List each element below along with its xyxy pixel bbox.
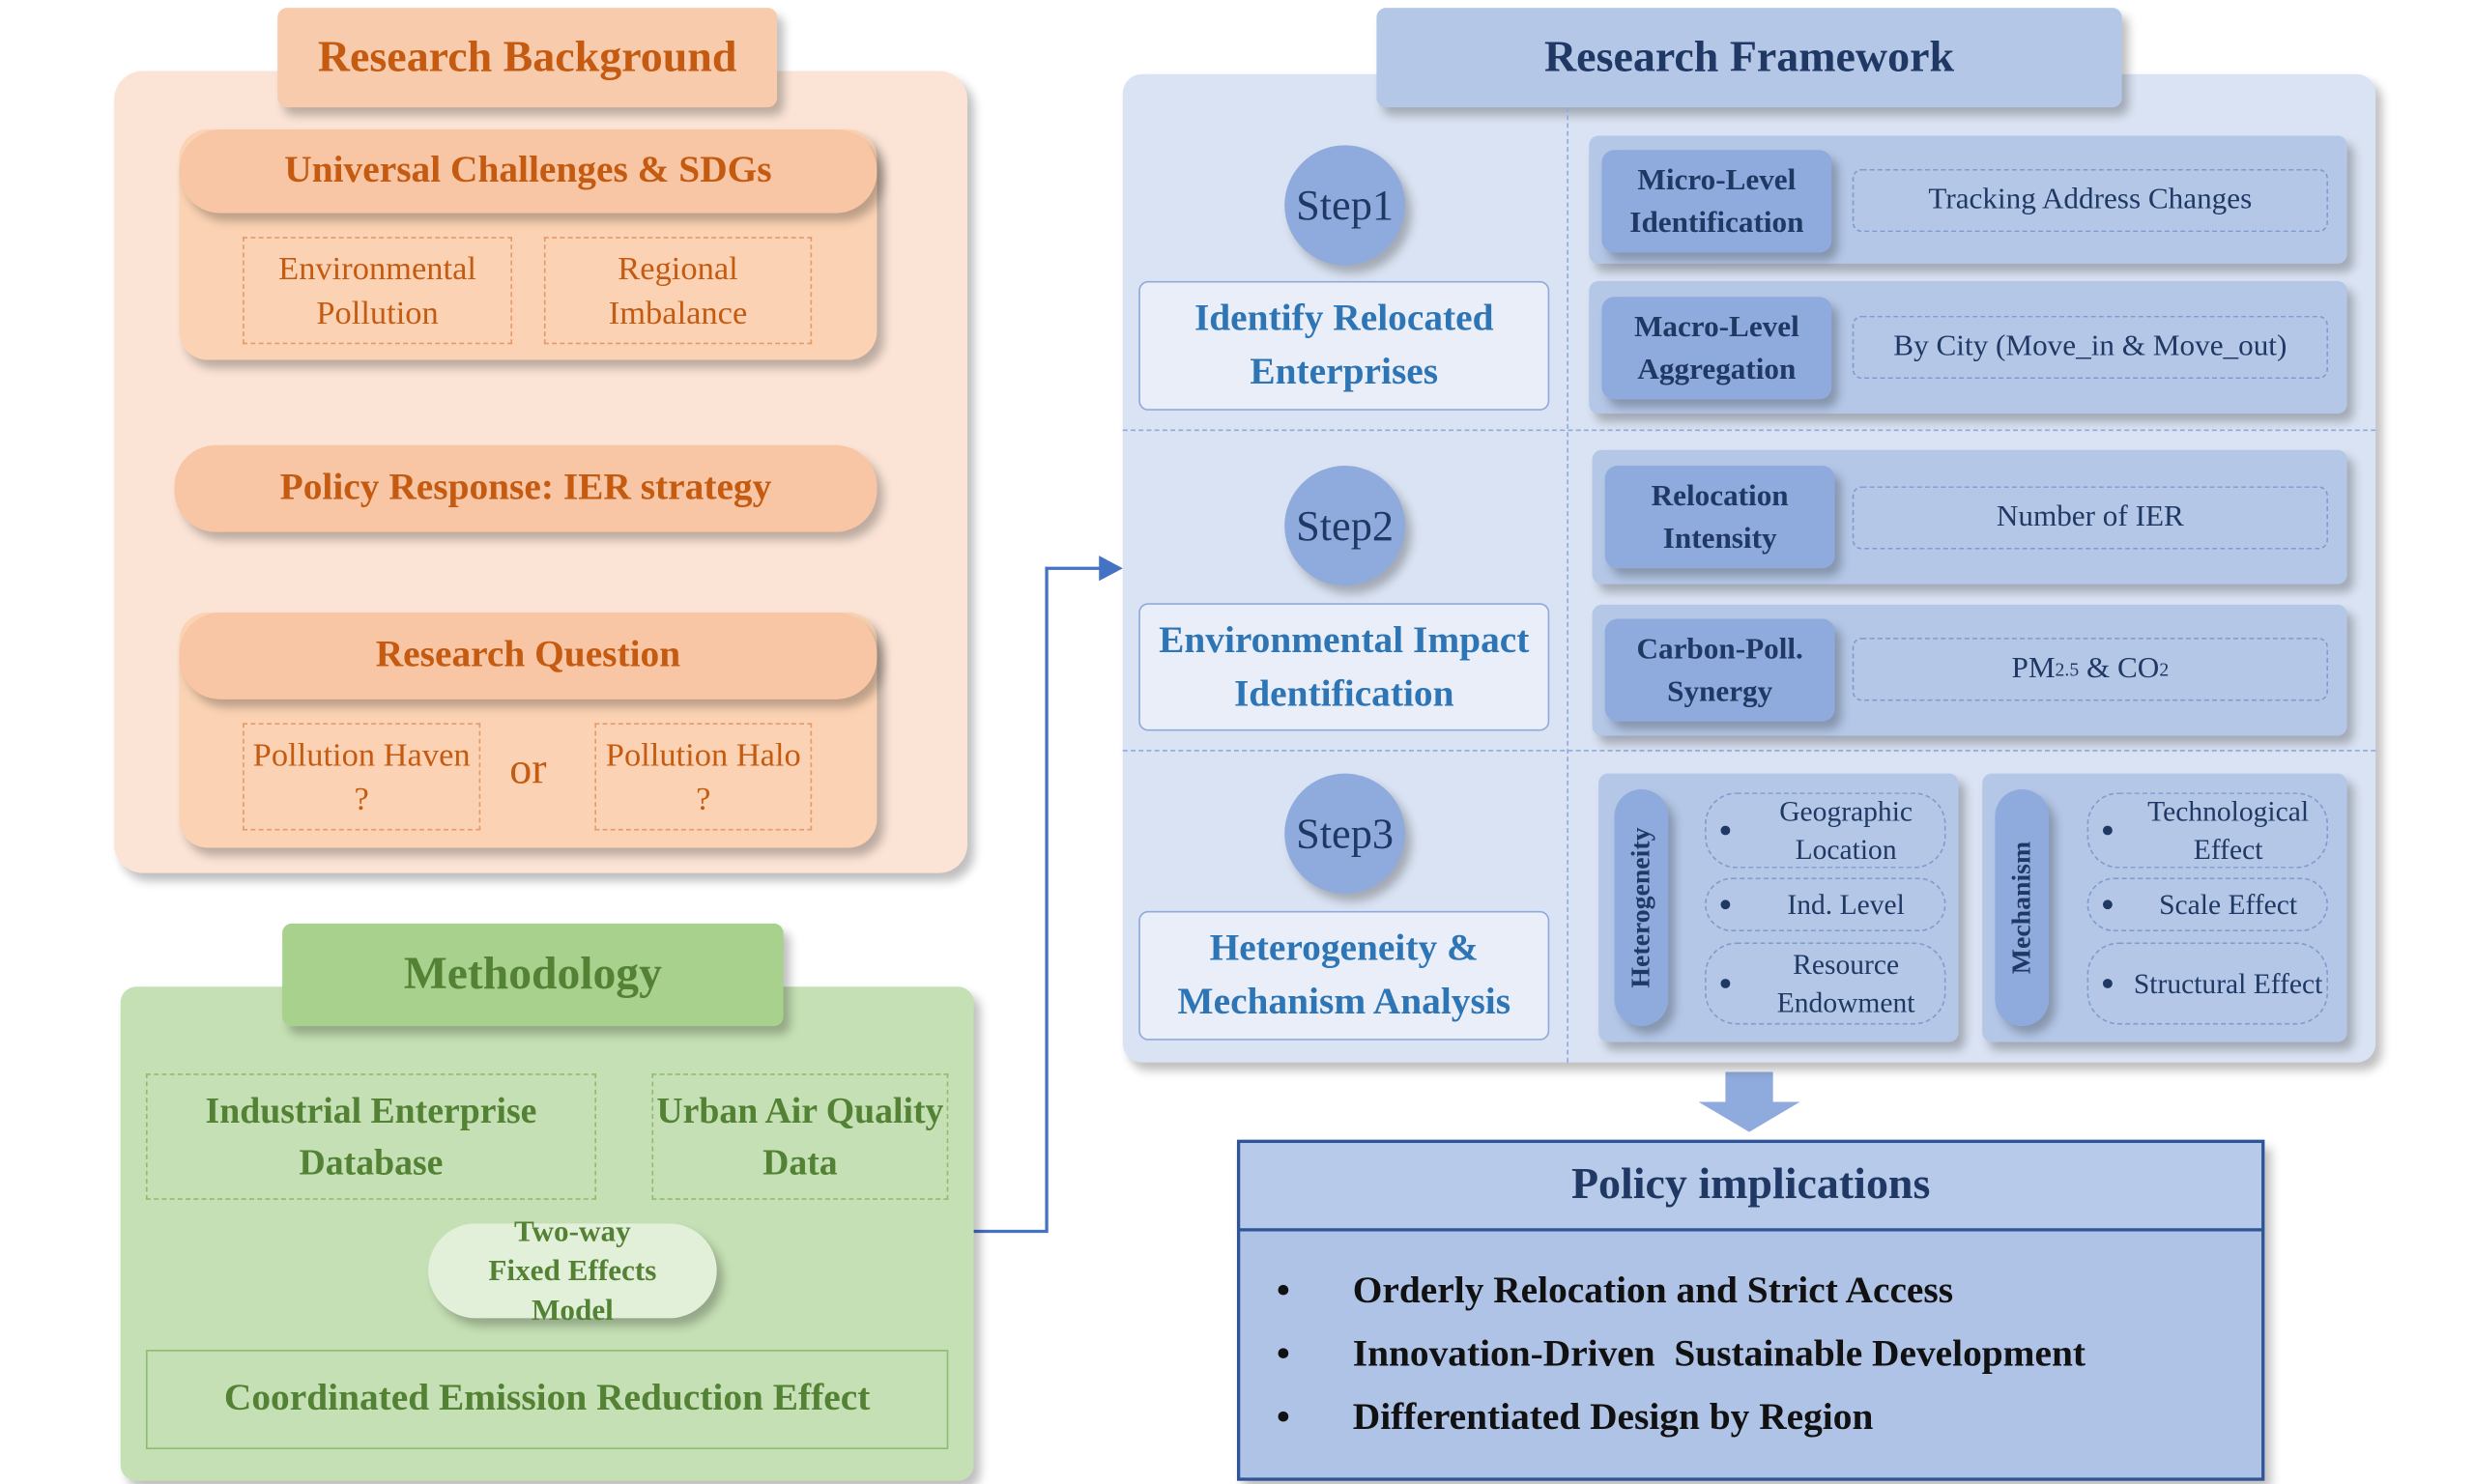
policy-item: •Orderly Relocation and Strict Access <box>1277 1270 1954 1312</box>
data-source: Urban Air Quality Data <box>651 1073 949 1200</box>
policy-list: •Orderly Relocation and Strict Access •I… <box>1277 1260 2244 1449</box>
framework-title: Research Framework <box>1376 8 2122 108</box>
data-source: Industrial Enterprise Database <box>145 1073 597 1200</box>
model-pill: Two-way Fixed Effects Model <box>428 1214 717 1327</box>
group-title: Heterogeneity <box>1614 789 1669 1027</box>
group-title: Mechanism <box>1995 789 2050 1027</box>
group-item: Structural Effect <box>2086 942 2328 1025</box>
divider <box>1122 750 2376 752</box>
connector-arrowhead <box>1099 556 1123 582</box>
policy-item: •Innovation-Driven Sustainable Developme… <box>1277 1333 2086 1376</box>
group-item: Scale Effect <box>2086 877 2328 932</box>
group-item: Technological Effect <box>2086 792 2328 869</box>
step-label: Identify Relocated Enterprises <box>1138 280 1550 411</box>
row-tag: Relocation Intensity <box>1604 466 1835 569</box>
connector-line <box>973 566 1103 1234</box>
challenge-item: Regional Imbalance <box>543 237 813 345</box>
row-detail: Number of IER <box>1852 486 2328 550</box>
policy-response: Policy Response: IER strategy <box>174 444 877 532</box>
step-circle: Step1 <box>1284 145 1405 266</box>
row-detail: By City (Move_in & Move_out) <box>1852 315 2328 380</box>
row-tag: Carbon-Poll. Synergy <box>1604 618 1835 722</box>
question-title: Research Question <box>179 612 877 699</box>
step-label: Heterogeneity & Mechanism Analysis <box>1138 910 1550 1041</box>
step-label: Environmental Impact Identification <box>1138 603 1550 731</box>
step-circle: Step2 <box>1284 466 1405 586</box>
divider <box>1122 429 2376 432</box>
or-label: or <box>509 745 547 794</box>
result-box: Coordinated Emission Reduction Effect <box>145 1350 949 1450</box>
row-tag: Macro-Level Aggregation <box>1601 297 1832 400</box>
background-title: Research Background <box>277 8 778 108</box>
challenge-item: Environmental Pollution <box>243 237 513 345</box>
row-detail: Tracking Address Changes <box>1852 168 2328 233</box>
divider <box>1567 107 1568 1063</box>
question-option: Pollution Haven ? <box>243 723 481 831</box>
step-circle: Step3 <box>1284 773 1405 894</box>
methodology-title: Methodology <box>282 923 784 1027</box>
policy-item: •Differentiated Design by Region <box>1277 1397 1874 1439</box>
group-item: Ind. Level <box>1705 877 1946 932</box>
row-tag: Micro-Level Identification <box>1601 150 1832 253</box>
challenges-title: Universal Challenges & SDGs <box>179 128 877 214</box>
policy-title: Policy implications <box>1236 1139 2265 1232</box>
down-arrow-icon <box>1698 1071 1800 1132</box>
group-item: Resource Endowment <box>1705 942 1946 1025</box>
group-item: Geographic Location <box>1705 792 1946 869</box>
question-option: Pollution Halo ? <box>594 723 813 831</box>
